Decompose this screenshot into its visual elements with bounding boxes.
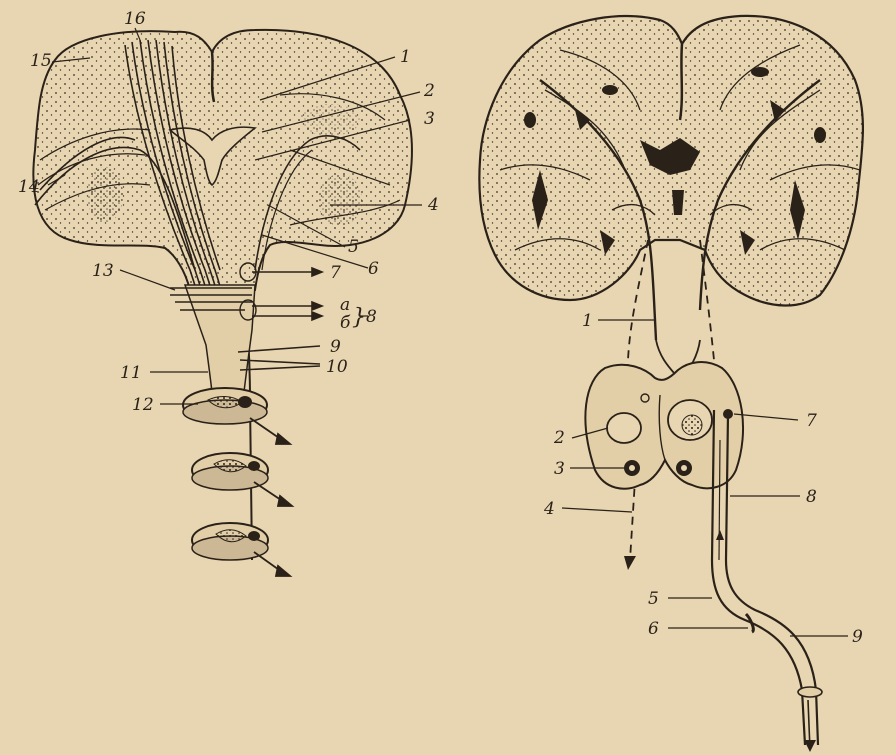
- right-label-3: 3: [554, 459, 565, 479]
- left-label-8a: a: [340, 295, 350, 315]
- left-label-8b: б: [340, 313, 351, 333]
- left-label-3: 3: [424, 109, 435, 129]
- left-label-11: 11: [120, 363, 142, 383]
- left-label-8: 8: [366, 307, 377, 327]
- left-label-15: 15: [30, 51, 52, 71]
- spinal-cord-section-1: [183, 388, 267, 424]
- left-figure: 1 2 3 4 5 6 7 a б } 8 9 10 11 12 13 14 1…: [18, 9, 439, 576]
- right-label-4: 4: [543, 499, 555, 519]
- right-figure: 1 2 3 4 5 6 7 8 9: [479, 16, 863, 752]
- left-label-12: 12: [132, 395, 154, 415]
- left-label-7: 7: [330, 263, 341, 283]
- left-label-8-brace: }: [352, 305, 366, 330]
- left-label-5: 5: [348, 237, 359, 257]
- right-label-8: 8: [806, 487, 817, 507]
- left-label-13: 13: [92, 261, 114, 281]
- left-label-10: 10: [326, 357, 348, 377]
- right-label-7: 7: [806, 411, 817, 431]
- left-label-1: 1: [400, 47, 411, 67]
- left-label-4: 4: [427, 195, 439, 215]
- left-label-16: 16: [124, 9, 146, 29]
- right-label-9: 9: [852, 627, 863, 647]
- right-label-1: 1: [582, 311, 593, 331]
- right-label-2: 2: [553, 428, 565, 448]
- left-label-14: 14: [18, 177, 40, 197]
- left-label-9: 9: [330, 337, 341, 357]
- left-label-6: 6: [368, 259, 379, 279]
- right-label-6: 6: [648, 619, 659, 639]
- left-label-2: 2: [423, 81, 435, 101]
- right-label-5: 5: [648, 589, 659, 609]
